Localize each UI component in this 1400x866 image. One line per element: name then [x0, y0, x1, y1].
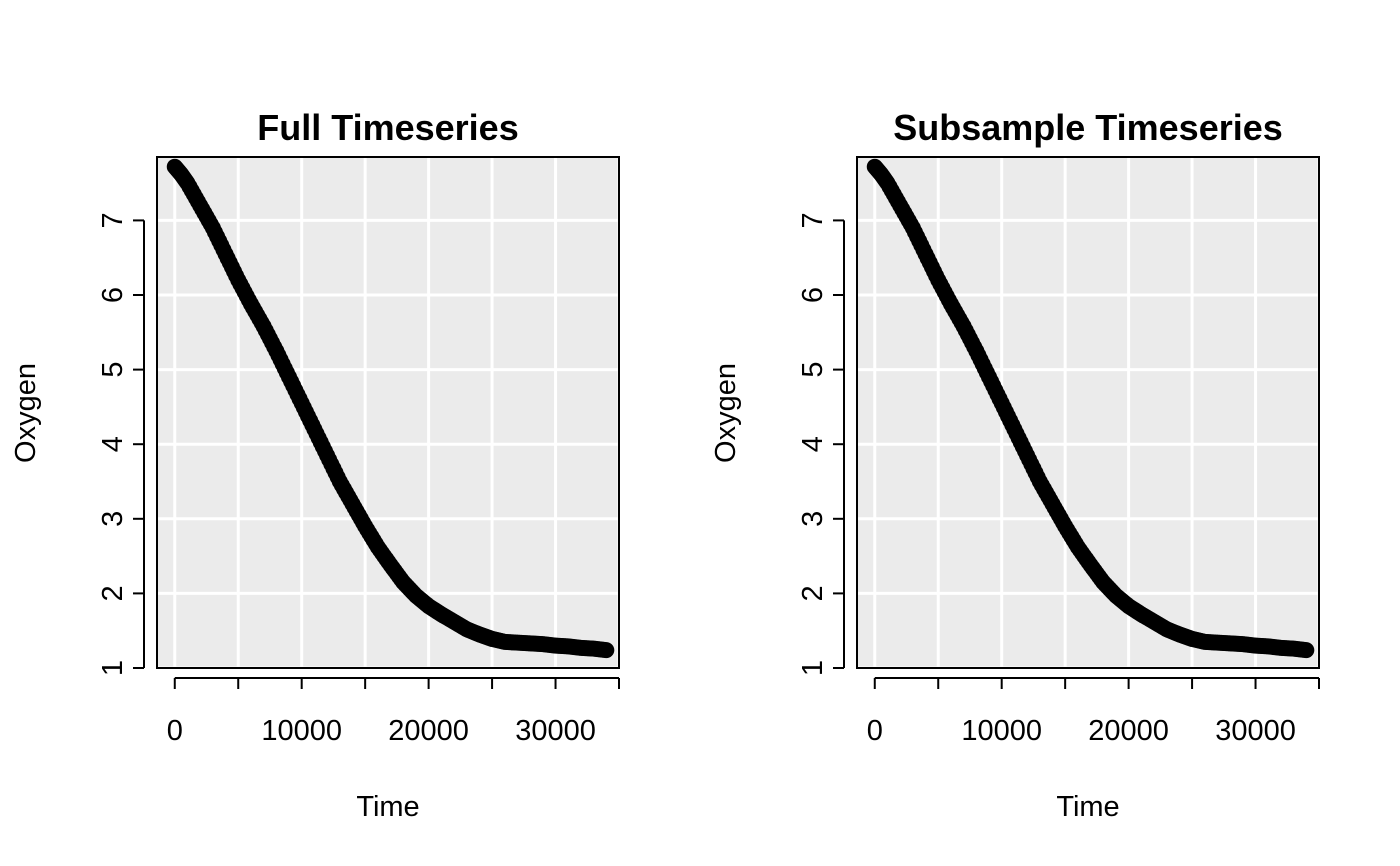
y-axis-label: Oxygen — [710, 363, 742, 463]
x-tick-label: 0 — [167, 715, 183, 747]
plot-background — [157, 157, 619, 668]
y-tick-label: 6 — [797, 287, 829, 303]
y-tick-label: 1 — [97, 660, 129, 676]
x-axis-label: Time — [1056, 791, 1119, 823]
x-tick-label: 10000 — [261, 715, 342, 747]
y-axis-label: Oxygen — [10, 363, 42, 463]
data-point — [1298, 642, 1315, 659]
x-tick-label: 0 — [867, 715, 883, 747]
x-tick-label: 10000 — [961, 715, 1042, 747]
plot-frame — [856, 156, 1320, 669]
data-point — [598, 642, 615, 659]
y-tick-label: 1 — [797, 660, 829, 676]
chart-title: Subsample Timeseries — [893, 107, 1283, 148]
x-axis-label: Time — [356, 791, 419, 823]
data-series — [866, 158, 1315, 659]
y-tick-label: 3 — [97, 511, 129, 527]
panel-subsample-timeseries: Subsample Timeseries Time Oxygen 0 10000 2… — [710, 107, 1321, 823]
y-tick-label: 6 — [97, 287, 129, 303]
data-series — [166, 158, 615, 659]
x-tick-label: 20000 — [1088, 715, 1169, 747]
plot-background — [857, 157, 1319, 668]
chart-title: Full Timeseries — [257, 107, 518, 148]
y-tick-label: 7 — [97, 212, 129, 228]
x-tick-label: 30000 — [515, 715, 596, 747]
y-tick-label: 4 — [97, 436, 129, 452]
y-tick-label: 7 — [797, 212, 829, 228]
y-tick-label: 2 — [797, 585, 829, 601]
x-tick-label: 20000 — [388, 715, 469, 747]
y-tick-label: 2 — [97, 585, 129, 601]
x-tick-label: 30000 — [1215, 715, 1296, 747]
panel-full-timeseries: Full Timeseries Time Oxygen 0 10000 20000 3… — [10, 107, 621, 823]
y-tick-label: 5 — [97, 362, 129, 378]
plot-frame — [156, 156, 620, 669]
y-tick-label: 5 — [797, 362, 829, 378]
y-tick-label: 3 — [797, 511, 829, 527]
y-tick-label: 4 — [797, 436, 829, 452]
